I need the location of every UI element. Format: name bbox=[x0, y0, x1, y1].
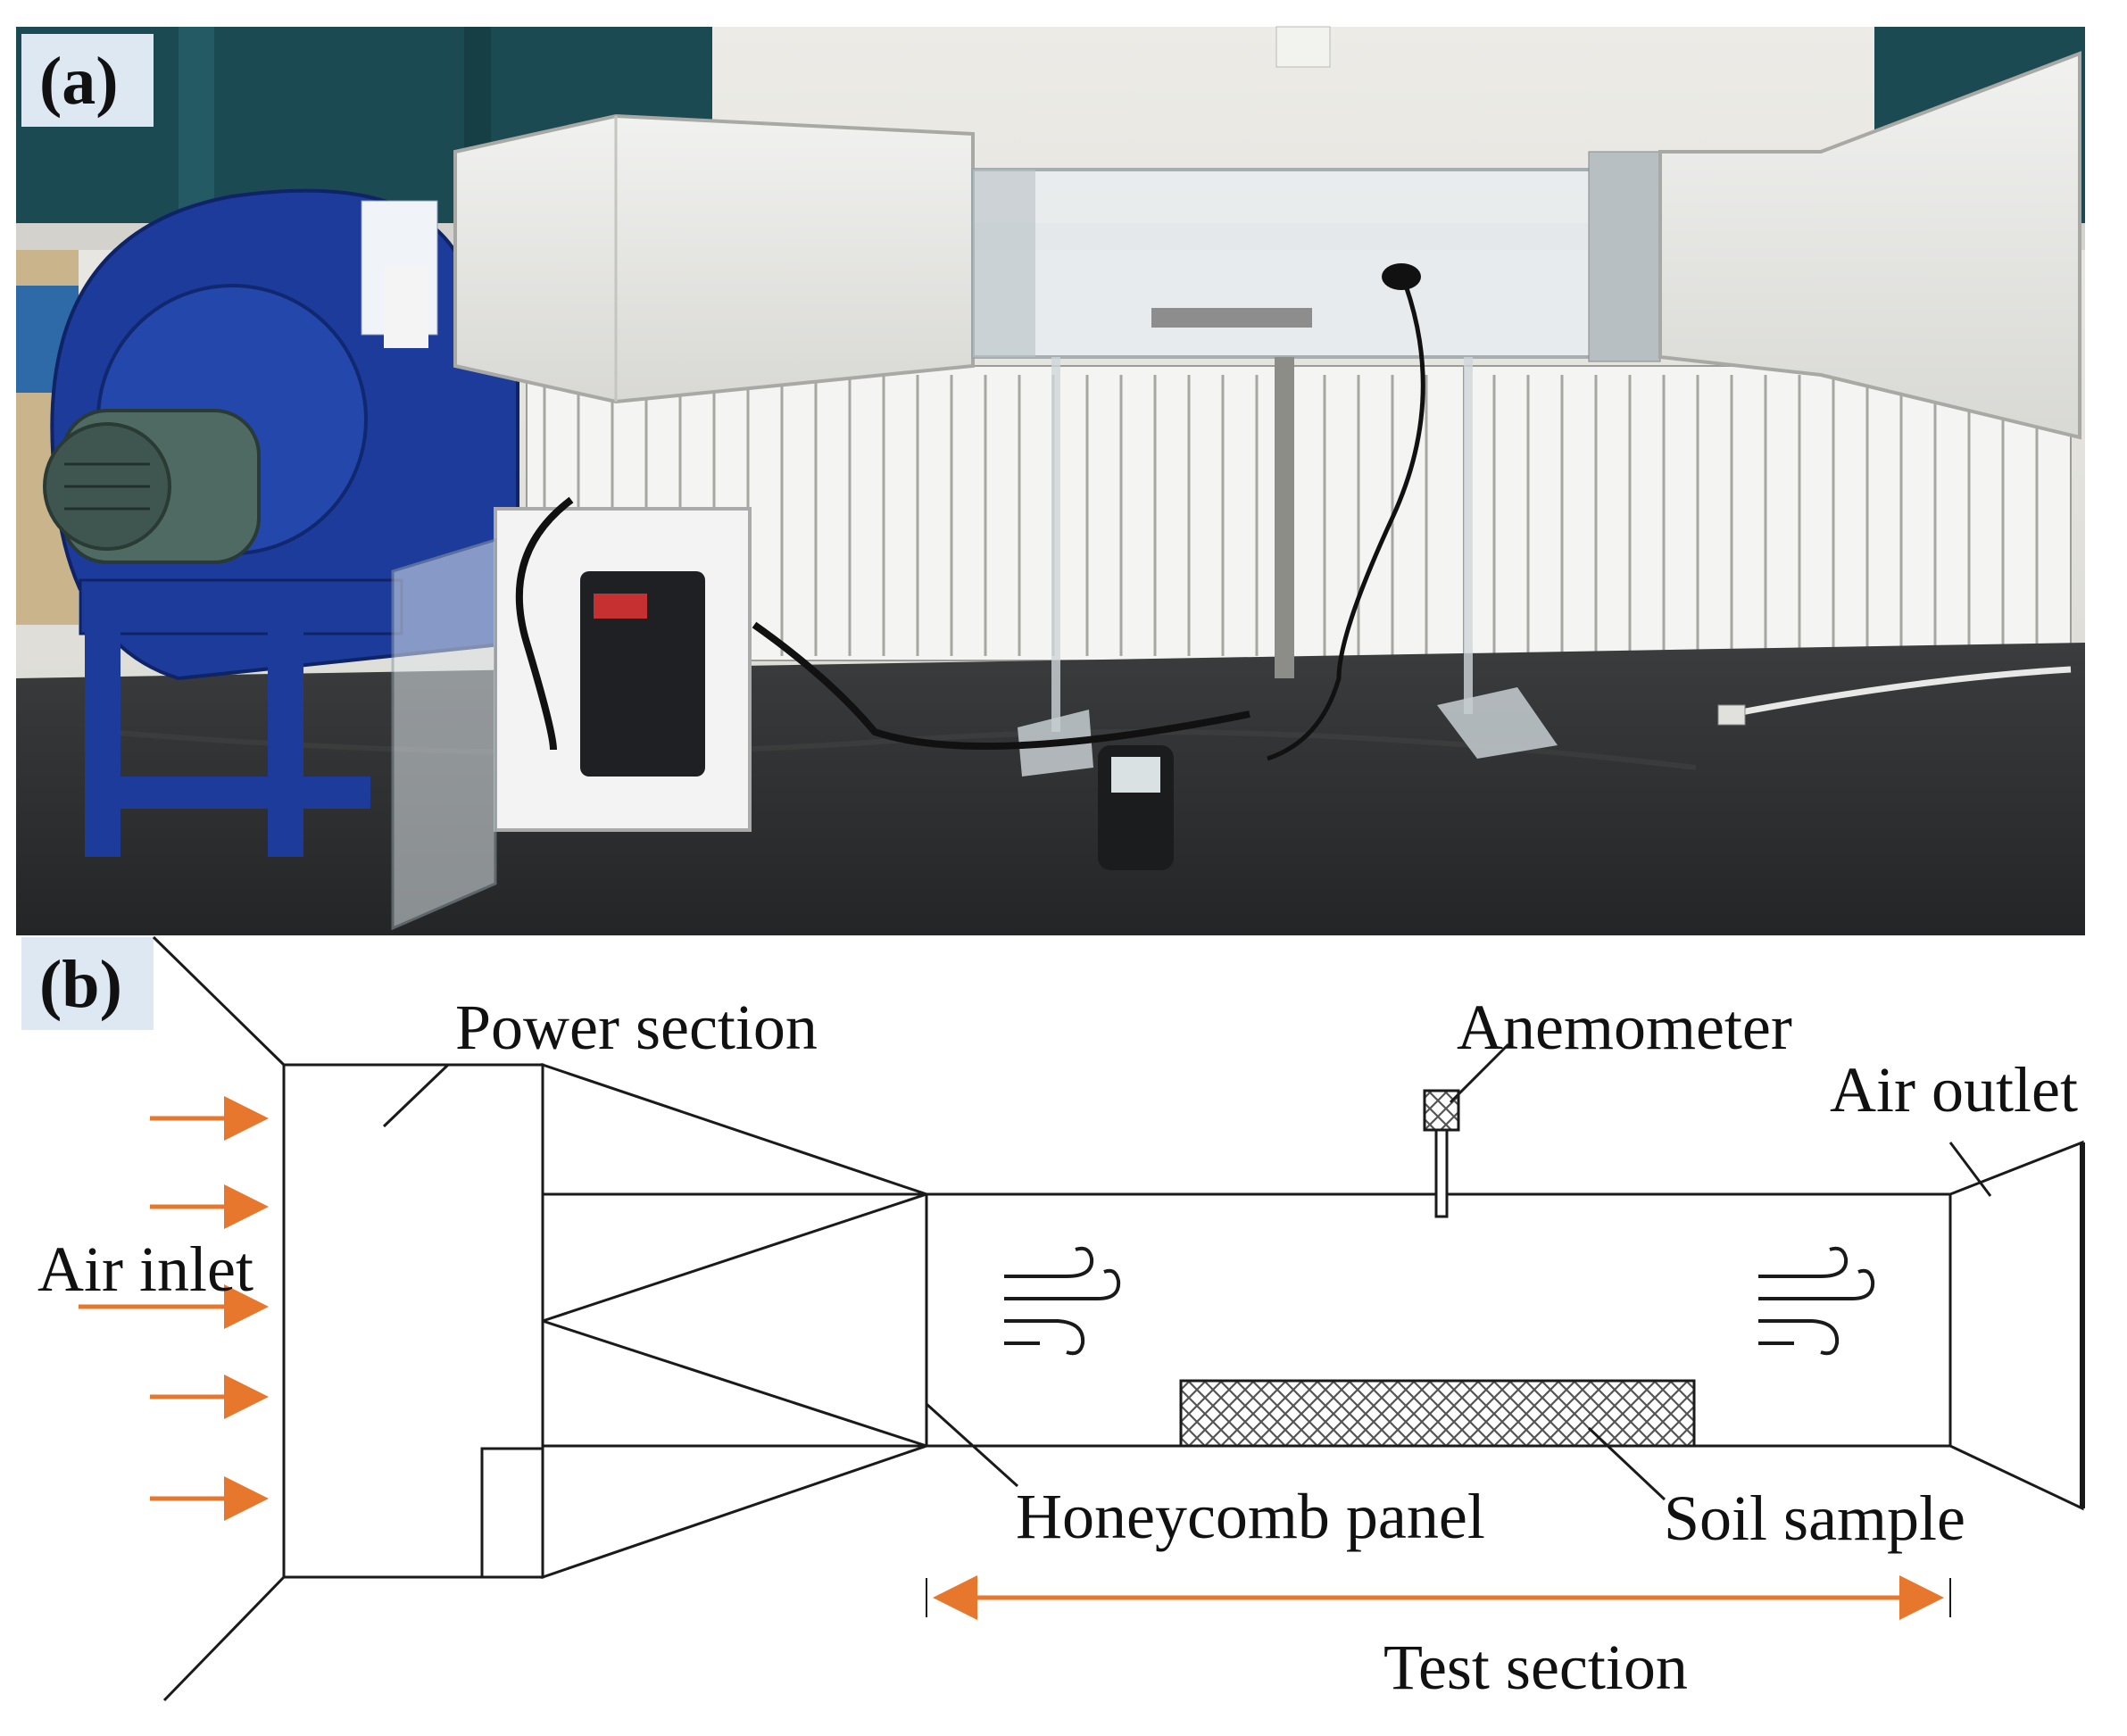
test-section-dimension bbox=[926, 1575, 1951, 1620]
photo-outlet-diffuser bbox=[1658, 51, 2081, 440]
label-air-inlet: Air inlet bbox=[37, 1233, 253, 1305]
panel-label-b: (b) bbox=[21, 937, 154, 1030]
label-anemometer: Anemometer bbox=[1457, 992, 1792, 1063]
control-box bbox=[391, 496, 752, 931]
soil-sample-block bbox=[1179, 1379, 1696, 1448]
guide-line-bottom bbox=[162, 1575, 286, 1702]
svg-text:(a): (a) bbox=[39, 44, 119, 119]
radiator bbox=[526, 365, 2072, 661]
photo-test-section bbox=[971, 168, 1617, 359]
leader-honeycomb bbox=[925, 1402, 1019, 1488]
label-soil-sample: Soil sample bbox=[1664, 1483, 1965, 1554]
power-section-box bbox=[282, 1063, 544, 1579]
wall-socket bbox=[1275, 26, 1331, 68]
wind-icon bbox=[1758, 1246, 1875, 1356]
label-power-section: Power section bbox=[455, 992, 818, 1063]
contraction-cone bbox=[541, 1062, 928, 1580]
label-honeycomb-panel: Honeycomb panel bbox=[1016, 1481, 1485, 1552]
photo-inlet-contraction bbox=[453, 113, 975, 404]
label-test-section: Test section bbox=[1383, 1632, 1688, 1703]
centrifugal-blower bbox=[43, 188, 519, 857]
guide-line-top bbox=[152, 935, 286, 1067]
anemometer-probe bbox=[1423, 1089, 1460, 1132]
leader-soil-sample bbox=[1587, 1426, 1666, 1501]
leader-power-section bbox=[382, 1063, 450, 1128]
wind-icon bbox=[1004, 1246, 1121, 1356]
photo-panel-a bbox=[16, 26, 2085, 935]
svg-text:(b): (b) bbox=[39, 947, 122, 1022]
leader-anemometer bbox=[1449, 1042, 1510, 1104]
leader-air-outlet bbox=[1948, 1142, 1992, 1197]
label-air-outlet: Air outlet bbox=[1830, 1054, 2078, 1125]
schematic-panel-b bbox=[152, 935, 2085, 1702]
panel-label-a: (a) bbox=[21, 34, 154, 127]
inlet-flow-arrows bbox=[79, 1096, 269, 1521]
outlet-diffuser bbox=[1948, 1140, 2084, 1511]
